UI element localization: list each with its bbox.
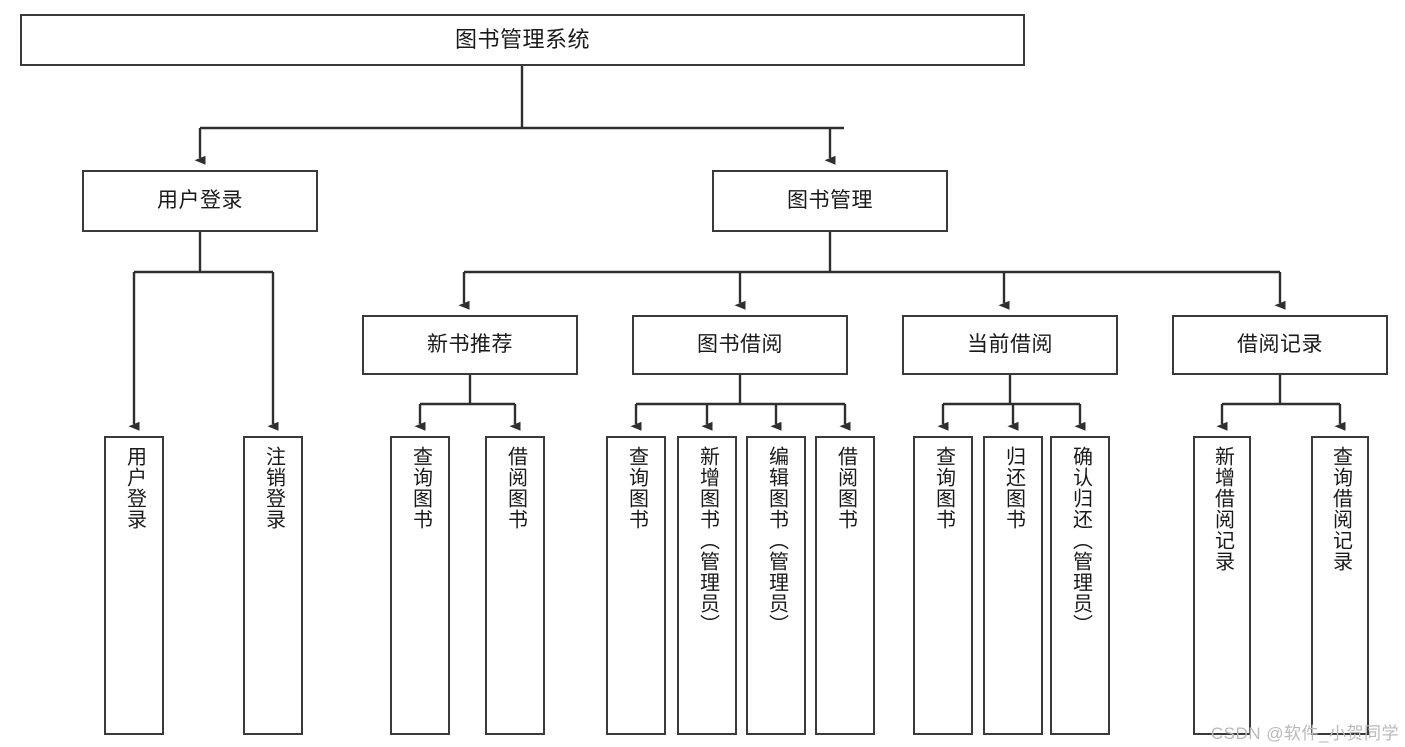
- node-leaf-add-book[interactable]: 新增图书（管理员）: [677, 436, 737, 735]
- node-leaf-query-book-2-label: 查询图书: [625, 446, 648, 530]
- node-leaf-confirm-return-label: 确认归还（管理员）: [1069, 446, 1092, 635]
- node-root-label: 图书管理系统: [454, 27, 590, 53]
- node-leaf-borrow-book-1-label: 借阅图书: [504, 446, 527, 530]
- node-leaf-user-login-label: 用户登录: [123, 446, 146, 530]
- node-leaf-add-record[interactable]: 新增借阅记录: [1193, 436, 1251, 735]
- node-new-book-rec[interactable]: 新书推荐: [362, 315, 578, 375]
- node-book-borrow-label: 图书借阅: [697, 332, 783, 356]
- node-leaf-logout[interactable]: 注销登录: [243, 436, 303, 735]
- node-leaf-logout-label: 注销登录: [262, 446, 285, 530]
- node-leaf-user-login[interactable]: 用户登录: [104, 436, 164, 735]
- node-leaf-query-record-label: 查询借阅记录: [1329, 446, 1352, 572]
- node-leaf-query-book-1-label: 查询图书: [409, 446, 432, 530]
- node-leaf-borrow-book-1[interactable]: 借阅图书: [485, 436, 545, 735]
- node-leaf-edit-book[interactable]: 编辑图书（管理员）: [746, 436, 806, 735]
- node-leaf-edit-book-label: 编辑图书（管理员）: [765, 446, 788, 635]
- node-leaf-return-book[interactable]: 归还图书: [983, 436, 1043, 735]
- node-leaf-query-book-2[interactable]: 查询图书: [606, 436, 666, 735]
- node-leaf-query-book-3[interactable]: 查询图书: [913, 436, 973, 735]
- node-user-login-label: 用户登录: [157, 188, 243, 212]
- node-leaf-query-book-1[interactable]: 查询图书: [390, 436, 450, 735]
- node-current-borrow-label: 当前借阅: [967, 332, 1053, 356]
- node-leaf-query-book-3-label: 查询图书: [932, 446, 955, 530]
- node-leaf-add-record-label: 新增借阅记录: [1211, 446, 1234, 572]
- node-user-login[interactable]: 用户登录: [82, 170, 318, 232]
- node-leaf-confirm-return[interactable]: 确认归还（管理员）: [1050, 436, 1110, 735]
- node-leaf-query-record[interactable]: 查询借阅记录: [1311, 436, 1369, 735]
- node-root[interactable]: 图书管理系统: [20, 14, 1025, 66]
- node-borrow-record[interactable]: 借阅记录: [1172, 315, 1388, 375]
- node-leaf-borrow-book-2-label: 借阅图书: [834, 446, 857, 530]
- node-leaf-borrow-book-2[interactable]: 借阅图书: [815, 436, 875, 735]
- node-borrow-record-label: 借阅记录: [1237, 332, 1323, 356]
- node-leaf-add-book-label: 新增图书（管理员）: [696, 446, 719, 635]
- node-book-borrow[interactable]: 图书借阅: [632, 315, 848, 375]
- node-new-book-rec-label: 新书推荐: [427, 332, 513, 356]
- node-current-borrow[interactable]: 当前借阅: [902, 315, 1118, 375]
- csdn-watermark: CSDN @软件_小贺同学: [1210, 724, 1399, 743]
- node-leaf-return-book-label: 归还图书: [1002, 446, 1025, 530]
- node-book-manage[interactable]: 图书管理: [712, 170, 948, 232]
- node-book-manage-label: 图书管理: [787, 188, 873, 212]
